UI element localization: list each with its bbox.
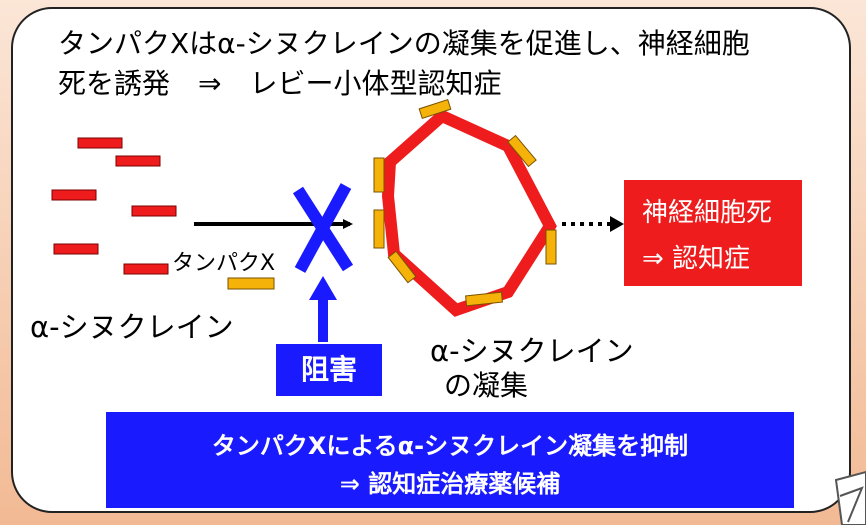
block-x-icon <box>292 183 354 273</box>
monomer-bar <box>115 155 161 167</box>
aggregate-chain <box>381 108 557 317</box>
aggregate-label-line1: α-シヌクレイン <box>430 334 634 368</box>
protein-x-bar <box>507 134 537 168</box>
monomer-bar <box>51 189 97 201</box>
header-text-line1: タンパクXはα-シヌクレインの凝集を促進し、神経細胞 <box>58 27 750 60</box>
protein-x-bar <box>373 157 385 193</box>
monomer-bar <box>123 263 169 275</box>
outcome-text-line2: ⇒ 認知症 <box>642 244 751 274</box>
outcome-text-line1: 神経細胞死 <box>642 198 773 228</box>
header-text-line2: 死を誘発 ⇒ レビー小体型認知症 <box>58 67 502 100</box>
protein-x-bar <box>373 209 385 249</box>
protein-x-bar <box>545 229 557 265</box>
conclusion-box: タンパクXによるα-シヌクレイン凝集を抑制 ⇒ 認知症治療薬候補 <box>106 412 794 508</box>
inhibition-arrow-head <box>309 276 337 300</box>
protein-x-label: タンパクX <box>172 251 276 276</box>
page-curl-fold <box>839 486 864 523</box>
aggregate-label-line2: の凝集 <box>444 369 529 402</box>
inhibition-label: 阻害 <box>274 342 384 398</box>
protein-x-bar <box>418 98 452 120</box>
content-card <box>11 7 851 513</box>
aggregate-ring <box>373 98 557 317</box>
monomer-bar <box>53 243 99 255</box>
protein-x-bar <box>227 277 275 290</box>
monomer-label: α-シヌクレイン <box>30 310 234 344</box>
protein-x-bar <box>465 291 503 307</box>
conclusion-text-line1: タンパクXによるα-シヌクレイン凝集を抑制 <box>211 432 689 460</box>
monomer-bar <box>131 205 177 217</box>
protein-x-bar <box>387 250 417 284</box>
monomer-group <box>51 137 177 275</box>
page-curl <box>834 470 866 525</box>
outcome-arrow-head <box>610 216 624 232</box>
conclusion-text-line2: ⇒ 認知症治療薬候補 <box>339 470 561 498</box>
outcome-box: 神経細胞死 ⇒ 認知症 <box>624 180 802 286</box>
monomer-bar <box>77 137 123 149</box>
